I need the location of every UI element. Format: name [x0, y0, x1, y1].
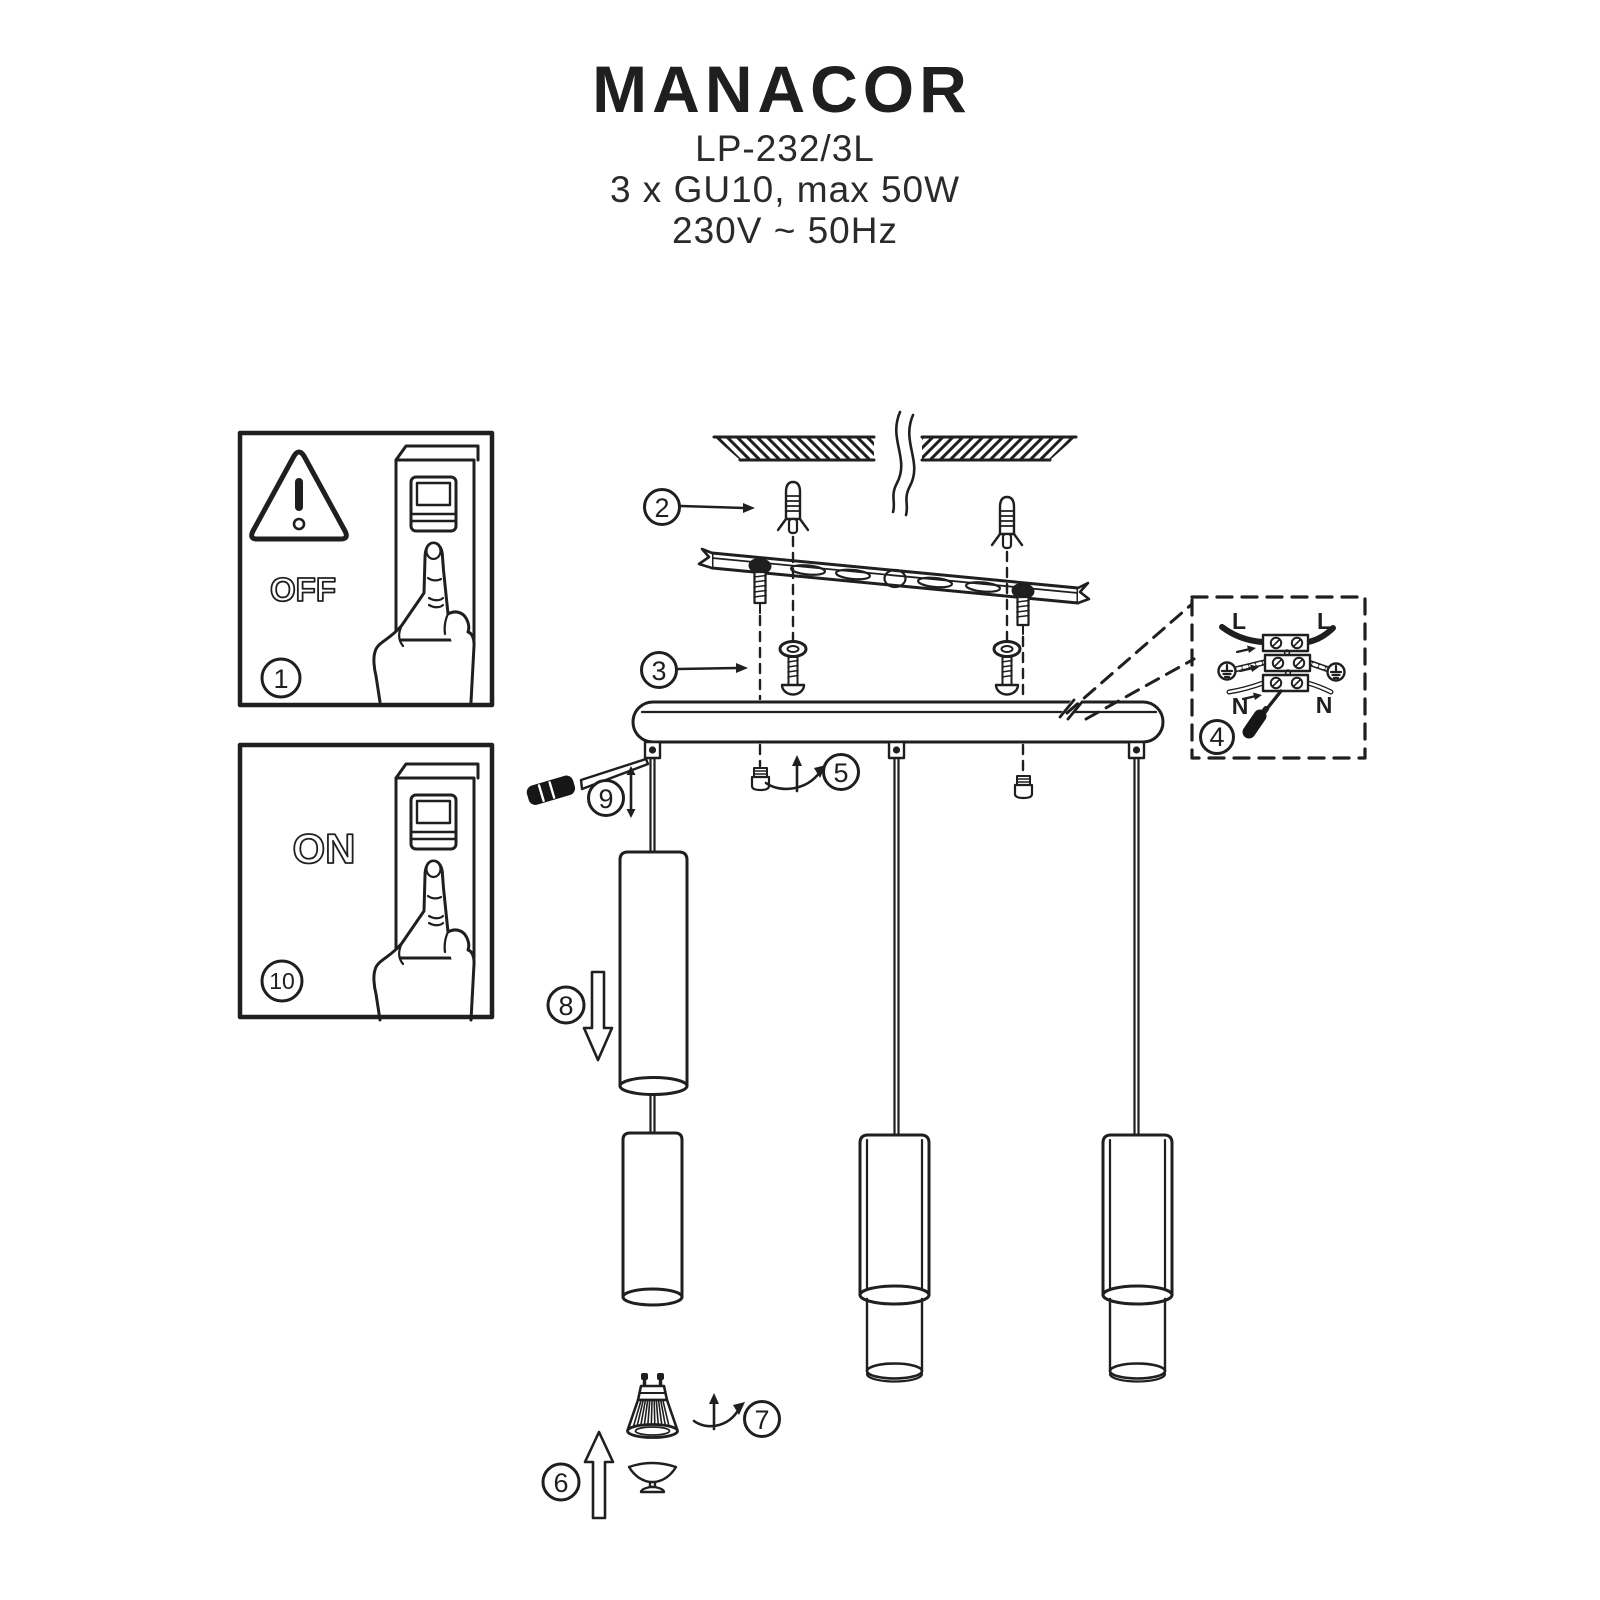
wall-anchor-icon [990, 495, 1024, 550]
live-label-left: L [1232, 608, 1246, 634]
step-7-badge: 7 [743, 1400, 781, 1438]
callout-arrow [679, 504, 746, 510]
header: MANACOR LP-232/3L 3 x GU10, max 50W 230V… [592, 52, 972, 251]
rotation-arrow-icon [764, 755, 826, 793]
step-6-badge: 6 [541, 1462, 581, 1502]
warning-triangle-icon [249, 449, 349, 542]
locking-nut-icon [750, 767, 771, 792]
neutral-label-left: N [1232, 693, 1249, 719]
panel-frame [237, 742, 495, 1020]
suction-cup-icon [627, 1461, 678, 1494]
wire-neutral [1226, 680, 1334, 695]
svg-text:3: 3 [651, 656, 666, 686]
model-number: LP-232/3L [695, 128, 875, 169]
live-label-right: L [1317, 608, 1331, 634]
power-on-panel: ON 10 [237, 742, 495, 1022]
lamp-spec: 3 x GU10, max 50W [610, 169, 960, 210]
neutral-label-right: N [1316, 692, 1333, 718]
locking-nut-icon [1013, 775, 1034, 800]
insert-up-arrow [583, 1430, 615, 1520]
step-5-badge: 5 [822, 753, 860, 791]
power-off-panel: OFF 1 [237, 430, 495, 708]
canopy-screw-icon [780, 656, 806, 696]
canopy-screw-icon [994, 656, 1020, 696]
step-9-badge: 9 [587, 779, 625, 817]
break-line [891, 410, 903, 514]
mounting-bracket [697, 547, 1091, 605]
step-8-badge: 8 [546, 985, 586, 1025]
suspension-cord [649, 756, 1140, 1136]
step-3-badge: 3 [640, 651, 748, 689]
height-adjust-arrow [626, 766, 636, 818]
panel-frame [237, 430, 495, 708]
step-4-badge: 4 [1199, 719, 1235, 755]
wiring-detail-box: 4 L L N N [1190, 595, 1367, 760]
svg-text:7: 7 [754, 1405, 769, 1435]
pendant-shade [621, 1131, 684, 1307]
ceiling-hatch [712, 410, 1078, 517]
step-1-badge: 1 [260, 657, 302, 699]
svg-text:2: 2 [654, 493, 669, 523]
off-label: OFF [270, 571, 336, 608]
screwdriver-icon [1242, 689, 1283, 739]
detail-leader-line [1065, 602, 1196, 721]
cord-grip [643, 740, 1146, 760]
on-label: ON [293, 825, 356, 872]
svg-text:10: 10 [269, 968, 295, 994]
gu10-bulb-icon [626, 1373, 679, 1439]
break-line [1066, 700, 1084, 721]
power-spec: 230V ~ 50Hz [672, 210, 898, 251]
bracket-screw-icon [1011, 582, 1035, 635]
insert-direction-arrow [1235, 645, 1262, 701]
svg-text:4: 4 [1209, 722, 1224, 752]
svg-text:1: 1 [273, 664, 288, 694]
svg-text:5: 5 [833, 758, 848, 788]
wall-anchor-icon [776, 480, 810, 535]
terminal-block [1261, 633, 1312, 693]
svg-text:6: 6 [553, 1468, 568, 1498]
washer-icon [778, 640, 808, 658]
break-line [904, 413, 916, 517]
svg-text:9: 9 [598, 784, 613, 814]
screwdriver-icon [526, 757, 650, 805]
callout-arrow [676, 666, 739, 671]
washer-icon [992, 640, 1022, 658]
product-name: MANACOR [592, 52, 972, 126]
break-line [1058, 698, 1076, 719]
step-2-badge: 2 [643, 488, 755, 526]
bracket-screw-icon [748, 557, 772, 614]
ground-symbol-icon [1217, 661, 1346, 682]
dashed-guide-line [758, 535, 1025, 776]
pendant-sleeve [618, 850, 689, 1096]
canopy [631, 694, 1165, 744]
rotation-arrow-icon [692, 1393, 745, 1431]
svg-text:8: 8 [558, 991, 573, 1021]
step-10-badge: 10 [260, 959, 304, 1003]
slide-down-arrow [582, 970, 614, 1062]
